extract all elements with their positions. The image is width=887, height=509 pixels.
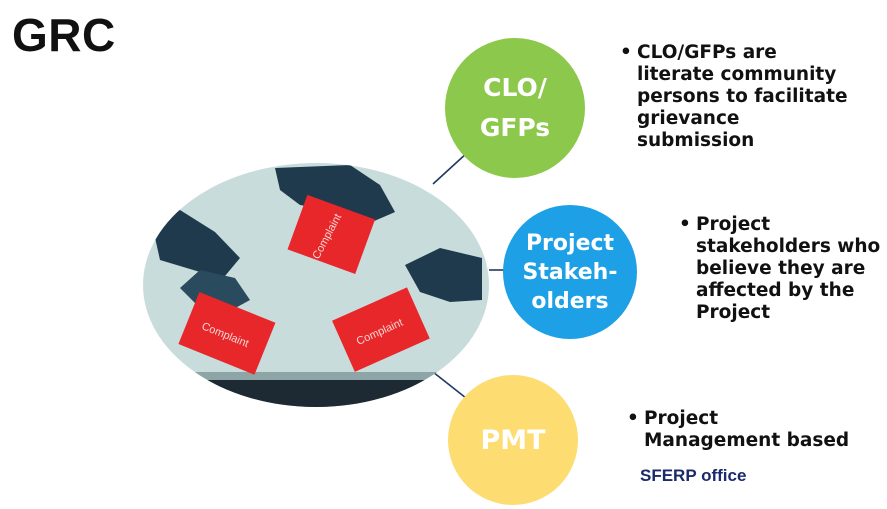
stakeholders-node-circle (503, 205, 637, 339)
pmt-office-note: SFERP office (640, 466, 747, 485)
bullet-icon: • (620, 42, 632, 63)
connector-clo (432, 151, 469, 185)
clo-description: • CLO/GFPs are literate community person… (620, 42, 848, 151)
pmt-node-label: PMT (480, 424, 546, 456)
complaint-card-left (178, 292, 276, 375)
connector-pmt (432, 371, 467, 399)
stakeholders-description: • Project stakeholders who believe they … (679, 214, 881, 323)
stakeholders-node-label: Project Stakeh- olders (522, 230, 618, 314)
complaint-card-right (332, 287, 430, 372)
slide-title: GRC (12, 9, 116, 61)
clo-node-label: CLO/ GFPs (479, 73, 551, 142)
clo-node-circle (445, 38, 585, 178)
bullet-icon: • (679, 214, 691, 235)
pmt-node-circle (448, 375, 578, 505)
pmt-description: • Project Management based (627, 408, 850, 451)
bullet-icon: • (627, 408, 639, 429)
complaint-ballot-illustration: Complaint Complaint Complaint (143, 163, 489, 407)
complaint-card-top (287, 194, 376, 274)
